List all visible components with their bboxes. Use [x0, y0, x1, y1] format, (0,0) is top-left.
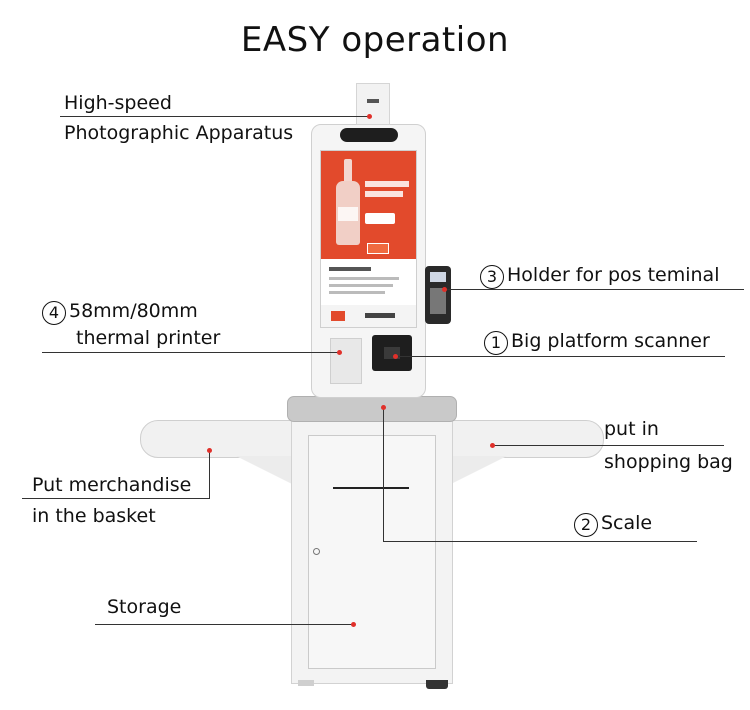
label-camera-line1: High-speed [64, 92, 172, 114]
platform-scanner [372, 335, 412, 371]
diagram-title: EASY operation [240, 20, 510, 60]
marker-dot-camera [367, 114, 372, 119]
screen-text-line [329, 267, 371, 271]
marker-dot-basket [207, 448, 212, 453]
camera-lens-icon [367, 99, 379, 103]
number-badge-2: 2 [574, 513, 598, 537]
callout-line-printer [42, 352, 340, 353]
screen-size-button [367, 243, 389, 254]
door-handle [333, 487, 409, 489]
left-shelf-brace [236, 456, 292, 484]
kiosk-foot [426, 680, 448, 689]
cart-icon [331, 311, 345, 321]
label-pos-text: Holder for pos teminal [507, 264, 720, 286]
marker-dot-pos [442, 287, 447, 292]
screen-buy-now [365, 313, 395, 318]
callout-line-scale-vertical [383, 408, 384, 542]
callout-line-scale [383, 541, 697, 542]
callout-line-basket [22, 498, 210, 499]
callout-line-scanner [395, 356, 725, 357]
callout-line-storage [95, 624, 353, 625]
screen-text-line [365, 181, 409, 187]
right-shelf [450, 420, 604, 458]
label-scanner-text: Big platform scanner [511, 330, 710, 352]
label-storage: Storage [107, 596, 182, 618]
label-printer-line1: 58mm/80mm [69, 300, 198, 322]
left-shelf [140, 420, 294, 458]
number-badge-3: 3 [480, 265, 504, 289]
marker-dot-scale [381, 405, 386, 410]
label-printer-line2: thermal printer [76, 327, 221, 349]
label-basket-line2: in the basket [32, 505, 156, 527]
marker-dot-printer [337, 350, 342, 355]
cabinet-door [308, 435, 436, 669]
pos-display [430, 272, 446, 282]
marker-dot-bag [490, 443, 495, 448]
door-lock-icon [313, 548, 320, 555]
screen-text-line [365, 191, 403, 197]
label-scale-text: Scale [601, 512, 653, 534]
screen-text-line [329, 277, 399, 280]
screen-price-tag [365, 213, 395, 224]
kiosk-screen [320, 150, 417, 328]
callout-line-camera [60, 116, 370, 117]
kiosk-foot-left [298, 680, 314, 686]
screen-text-line [329, 291, 385, 294]
screen-text-line [329, 284, 393, 287]
label-basket-line1: Put merchandise [32, 474, 192, 496]
marker-dot-storage [351, 622, 356, 627]
callout-line-basket-vertical [209, 450, 210, 498]
number-badge-1: 1 [484, 331, 508, 355]
label-bag-line1: put in [604, 418, 659, 440]
marker-dot-scanner [393, 354, 398, 359]
callout-line-bag [492, 445, 724, 446]
scale-platform [287, 396, 457, 422]
label-camera-line2: Photographic Apparatus [64, 122, 294, 144]
photographic-camera [356, 83, 390, 125]
callout-line-pos [444, 289, 744, 290]
pos-keypad [430, 288, 446, 314]
label-bag-line2: shopping bag [604, 451, 733, 473]
thermal-printer [330, 338, 362, 384]
bottle-label-icon [338, 207, 358, 221]
right-shelf-brace [451, 456, 507, 484]
pos-terminal [425, 266, 451, 324]
camera-strip [340, 128, 398, 142]
bottle-icon [344, 159, 352, 185]
number-badge-4: 4 [42, 301, 66, 325]
